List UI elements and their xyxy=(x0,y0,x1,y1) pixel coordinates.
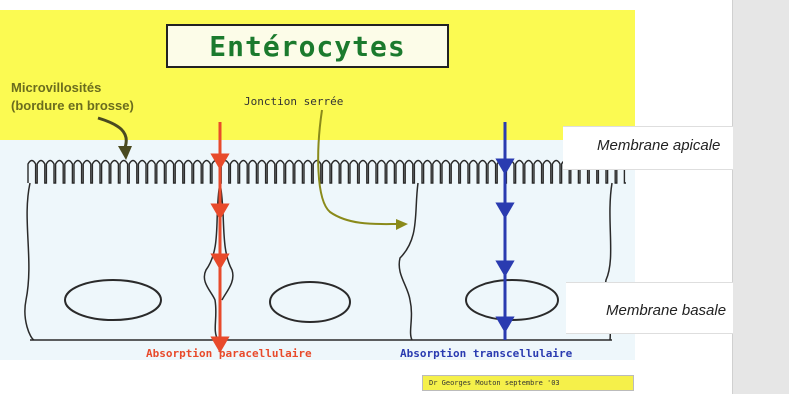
brush-border xyxy=(28,161,626,184)
basal-membrane-label: Membrane basale xyxy=(606,302,726,319)
nucleus-2 xyxy=(270,282,350,322)
transcellular-arrowhead-1 xyxy=(498,160,512,172)
tight-junction-label: Jonction serrée xyxy=(244,95,343,108)
cell-outline-left xyxy=(25,183,34,340)
microvilli-label-line1: Microvillosités xyxy=(11,79,101,96)
paracellular-arrowhead-3 xyxy=(213,255,227,267)
paracellular-arrowhead-2 xyxy=(213,205,227,217)
title-box: Entérocytes xyxy=(166,24,449,68)
nucleus-1 xyxy=(65,280,161,320)
microvilli-pointer-head xyxy=(118,146,132,160)
microvilli-label-line2: (bordure en brosse) xyxy=(11,97,134,114)
cell-junction-1b xyxy=(220,183,233,300)
transcellular-arrowhead-4 xyxy=(498,318,512,330)
basal-membrane-callout: Membrane basale xyxy=(566,282,733,334)
cell-junction-2 xyxy=(399,183,418,340)
diagram-title: Entérocytes xyxy=(209,30,405,63)
paracellular-label: Absorption paracellulaire xyxy=(146,347,312,360)
tight-junction-pointer-head xyxy=(396,219,408,230)
microvilli-pointer xyxy=(98,118,126,150)
nucleus-3 xyxy=(466,280,558,320)
transcellular-label: Absorption transcellulaire xyxy=(400,347,572,360)
apical-membrane-label: Membrane apicale xyxy=(597,137,720,154)
apical-membrane-callout: Membrane apicale xyxy=(563,126,733,170)
transcellular-arrowhead-3 xyxy=(498,262,512,274)
transcellular-arrowhead-2 xyxy=(498,204,512,216)
paracellular-arrowhead-1 xyxy=(213,155,227,167)
credit-caption: Dr Georges Mouton septembre '03 xyxy=(422,375,634,391)
